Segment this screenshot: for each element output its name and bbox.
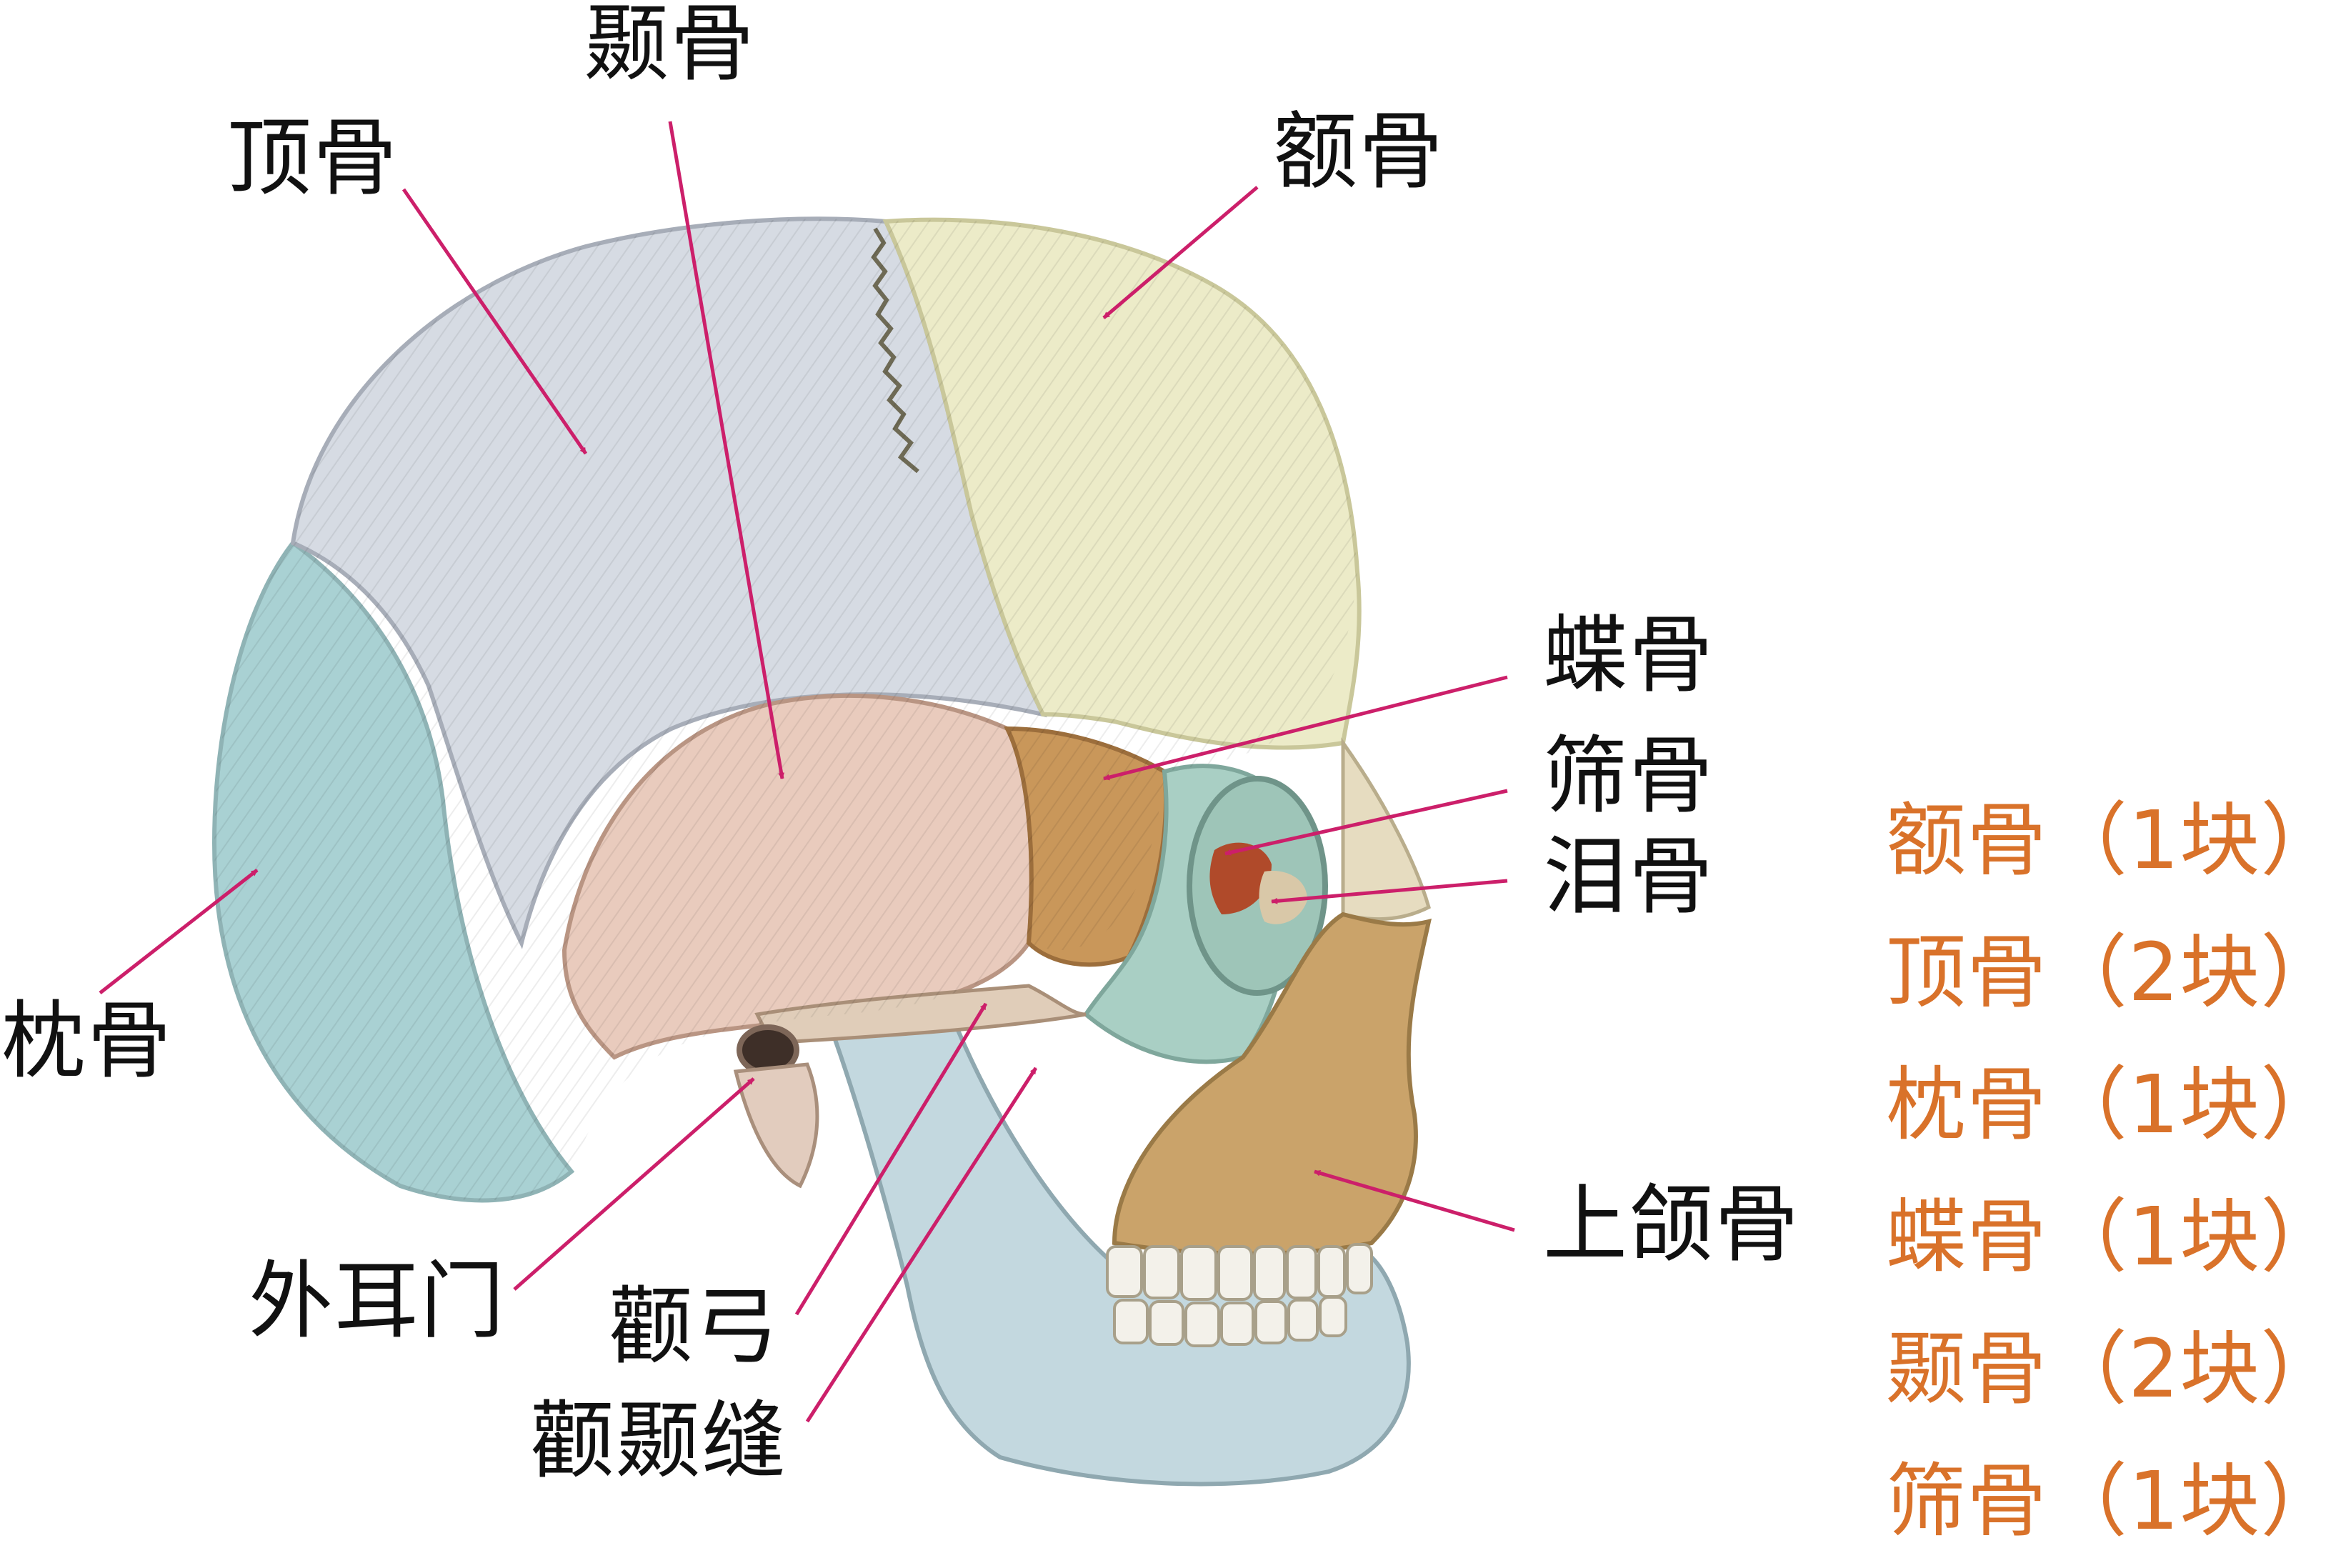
bone-texture [214, 219, 1357, 1201]
leader-line-ethmoid [1224, 789, 1508, 856]
nasal-bone [1341, 737, 1431, 922]
legend-item: 筛骨（1块） [1886, 1455, 2342, 1548]
label-sphenoid: 蝶骨 [1543, 606, 1715, 704]
ethmoid-region [1209, 842, 1272, 914]
leader-lines [99, 121, 1515, 1423]
leader-line-temporal [668, 121, 785, 779]
mandible-bone [825, 1019, 1411, 1487]
leader-line-ear [513, 1077, 755, 1291]
leader-line-sphenoid [1103, 675, 1508, 781]
maxilla-bone [1112, 912, 1432, 1256]
legend-item: 颞骨（2块） [1886, 1323, 2342, 1416]
legend-item: 蝶骨（1块） [1886, 1191, 2342, 1284]
bone-count-legend: 额骨（1块） 顶骨（2块） 枕骨（1块） 蝶骨（1块） 颞骨（2块） 筛骨（1块… [1886, 775, 2343, 1568]
label-lacrimal: 泪骨 [1543, 827, 1715, 926]
legend-item: 顶骨（2块） [1886, 927, 2342, 1019]
label-zygomatic-arch: 颧弓 [609, 1277, 781, 1376]
label-parietal: 顶骨 [227, 109, 399, 207]
leader-line-arch [794, 1002, 988, 1316]
legend-item: 枕骨（1块） [1886, 1059, 2342, 1152]
label-temporal: 颞骨 [584, 0, 757, 93]
label-ethmoid: 筛骨 [1543, 726, 1715, 825]
teeth [1106, 1243, 1373, 1347]
legend-item: 额骨（1块） [1886, 794, 2342, 887]
leader-line-maxilla [1314, 1169, 1515, 1232]
label-maxilla: 上颌骨 [1543, 1175, 1801, 1274]
mastoid-process [733, 1062, 819, 1189]
leader-line-occipital [99, 869, 259, 994]
leader-line-lacrimal [1271, 879, 1508, 904]
label-occipital: 枕骨 [1, 992, 174, 1090]
lacrimal-region [1259, 871, 1307, 924]
leader-line-parietal [401, 188, 588, 455]
leader-line-frontal [1102, 186, 1259, 319]
skull-illustration [99, 121, 1515, 1487]
label-ear-canal: 外耳门 [249, 1252, 506, 1350]
leader-line-suture [805, 1067, 1038, 1423]
label-frontal: 额骨 [1273, 102, 1445, 201]
label-zygomaticotemporal-suture: 颧颞缝 [530, 1392, 788, 1490]
